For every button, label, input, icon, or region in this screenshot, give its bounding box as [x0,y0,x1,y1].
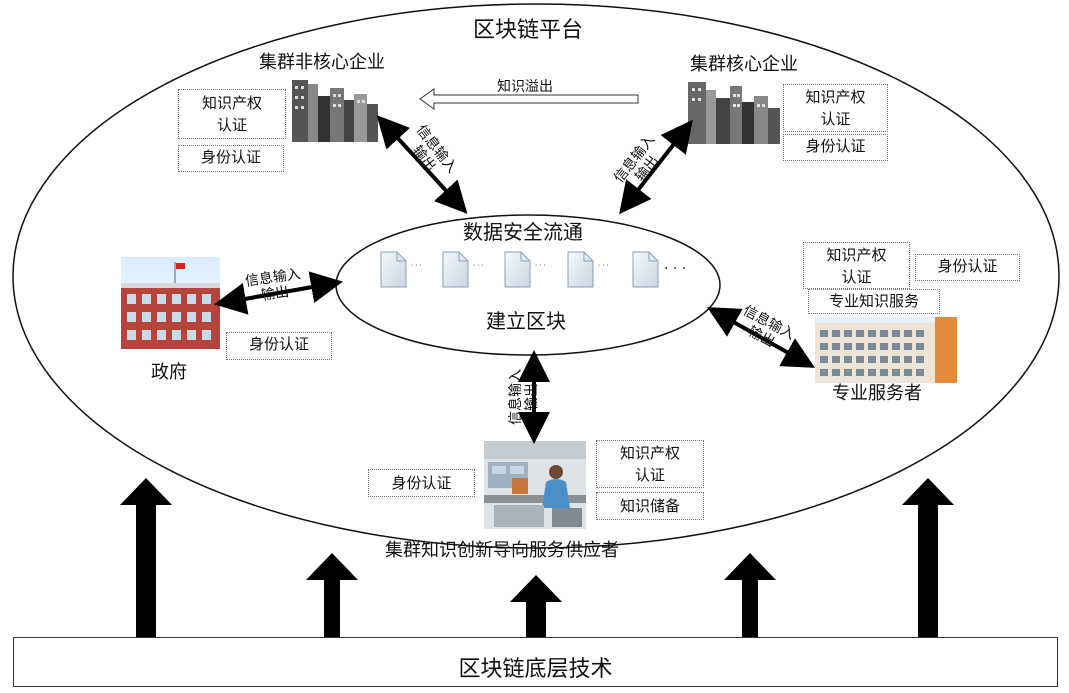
io-arrow-professional [707,307,815,368]
noncore-building-image [290,78,380,143]
core-identity-box: 身份认证 [783,134,888,161]
supplier-ip-cert-box: 知识产权 认证 [596,440,704,488]
io-label-supplier: 信息输入 输出 [508,365,540,429]
support-arrow [510,575,562,637]
box-line: 知识产权 [805,88,866,106]
core-building-image [686,78,782,144]
base-label: 区块链底层技术 [458,657,613,682]
professional-knowledge-service-box: 专业知识服务 [808,289,940,314]
box-line: 认证 [216,116,247,134]
noncore-identity-box: 身份认证 [178,145,284,172]
support-arrow [120,478,172,637]
io-label-line: 输出 [524,383,540,411]
box-line: 认证 [820,110,851,128]
box-line: 知识产权 [826,246,887,264]
ellipsis-dots: · · · [535,261,546,270]
supplier-knowledge-reserve-box: 知识储备 [596,492,704,520]
lab-photo-image [484,441,586,529]
government-label: 政府 [151,362,187,383]
io-arrow-noncore [376,115,468,214]
document-icon [504,251,531,288]
ellipsis-dots: · · · [664,261,687,277]
government-building-image [121,257,220,349]
io-arrow-government [214,271,343,315]
core-ip-cert-box: 知识产权 认证 [783,84,888,132]
spillover-label: 知识溢出 [497,79,553,95]
io-arrow-core [619,119,693,215]
document-icon [442,251,469,288]
document-icon [380,251,407,288]
center-title: 数据安全流通 [463,220,583,244]
box-line: 认证 [634,466,665,484]
box-line: 知识产权 [201,94,262,112]
government-identity-box: 身份认证 [226,332,332,360]
support-arrow [724,553,776,637]
ellipsis-dots: · · · [411,261,422,270]
supplier-identity-box: 身份认证 [368,469,475,497]
professional-identity-box: 身份认证 [915,254,1020,281]
box-line: 知识产权 [619,444,680,462]
center-subtitle: 建立区块 [486,309,566,333]
core-enterprise-label: 集群核心企业 [690,54,798,75]
platform-title: 区块链平台 [473,18,584,43]
document-icon [632,251,659,288]
document-icon [567,251,594,288]
supplier-label: 集群知识创新导向服务供应者 [385,540,619,561]
ellipsis-dots: · · · [598,261,609,270]
spillover-arrow [419,88,639,110]
support-arrow [306,553,358,637]
box-line: 认证 [841,268,872,286]
professional-building-image [815,317,957,383]
noncore-ip-cert-box: 知识产权 认证 [178,89,286,139]
ellipsis-dots: · · · [473,261,484,270]
professional-ip-cert-box: 知识产权 认证 [803,242,910,289]
support-arrow [902,478,954,637]
io-label-line: 信息输入 [508,369,524,425]
blockchain-base-layer: 区块链底层技术 [13,637,1058,687]
professional-label: 专业服务者 [832,383,922,404]
noncore-enterprise-label: 集群非核心企业 [259,52,385,73]
platform-ellipse [12,3,1060,549]
